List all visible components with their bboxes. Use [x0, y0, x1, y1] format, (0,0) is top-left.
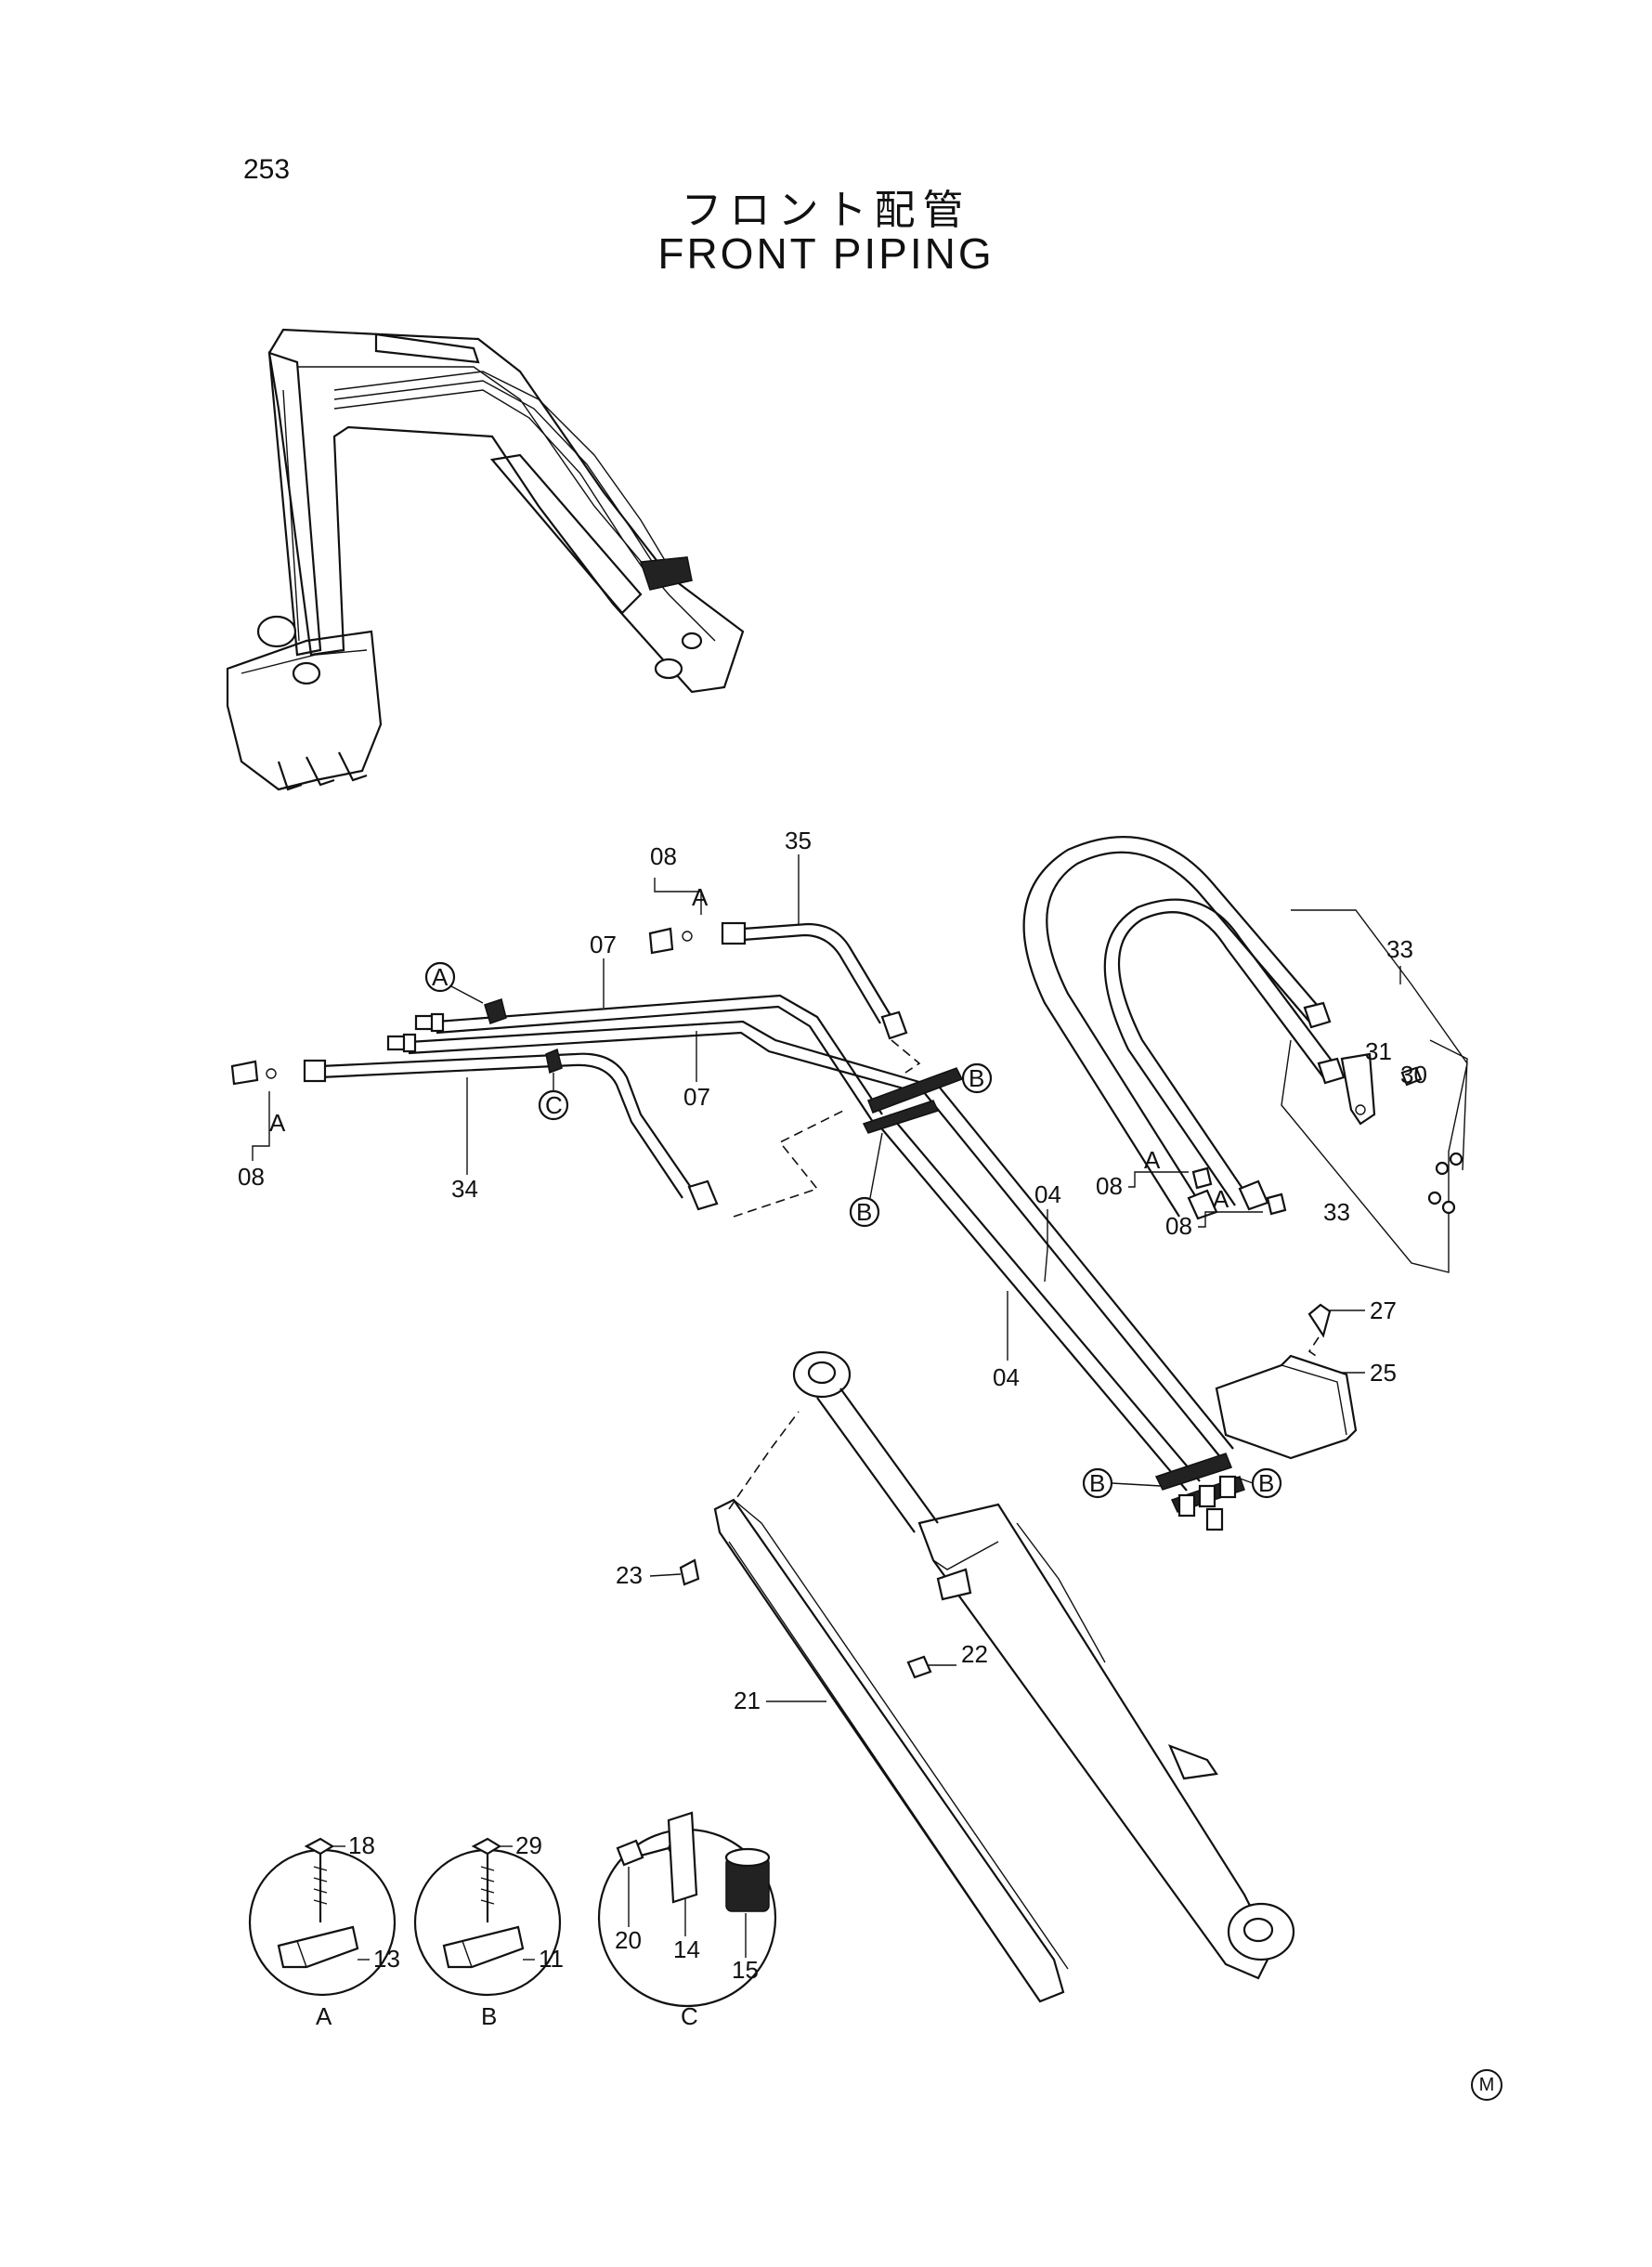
- detail-A: [248, 1837, 397, 1997]
- detail-C-label: C: [681, 2002, 698, 2030]
- callout-25: 25: [1370, 1359, 1397, 1387]
- detail-C: [597, 1811, 777, 2008]
- callout-A-right-2: A: [1213, 1185, 1229, 1213]
- detail-B-part-29: 29: [515, 1831, 542, 1859]
- title-english: FRONT PIPING: [657, 229, 995, 278]
- callout-23: 23: [616, 1561, 643, 1589]
- callout-labels: 08 A 35 A 07 07 08 A 34 C B B 04 04 33 3…: [238, 827, 1427, 2030]
- callout-A-top: A: [692, 883, 709, 911]
- detail-B-part-11: 11: [539, 1945, 564, 1973]
- callout-31: 31: [1365, 1037, 1392, 1065]
- callout-08-right-2: 08: [1165, 1212, 1192, 1240]
- callout-A-circle: A: [432, 963, 449, 991]
- callout-07-lower: 07: [683, 1083, 710, 1111]
- callout-08-right-1: 08: [1096, 1172, 1123, 1200]
- callout-04-right: 04: [1034, 1180, 1061, 1208]
- callout-B-mid: B: [856, 1198, 872, 1226]
- detail-A-part-13: 13: [373, 1945, 400, 1973]
- detail-C-part-14: 14: [673, 1935, 700, 1963]
- detail-B-label: B: [481, 2002, 497, 2030]
- callout-27: 27: [1370, 1296, 1397, 1324]
- footer-mark: M: [1471, 2069, 1502, 2101]
- callout-A-left: A: [269, 1109, 286, 1137]
- piping-assembly: [230, 921, 1245, 1531]
- detail-B: [413, 1837, 562, 1997]
- callout-B-low-left: B: [1089, 1469, 1105, 1497]
- callout-07-upper: 07: [590, 931, 617, 958]
- excavator-overview-illustration: [226, 328, 745, 791]
- detail-A-label: A: [316, 2002, 332, 2030]
- callout-22: 22: [961, 1640, 988, 1668]
- callout-A-right-1: A: [1144, 1146, 1161, 1174]
- detail-C-part-15: 15: [732, 1956, 759, 1984]
- detail-A-part-18: 18: [348, 1831, 375, 1859]
- callout-33-bottom: 33: [1323, 1198, 1350, 1226]
- page-number: 253: [243, 154, 291, 185]
- callout-21: 21: [734, 1687, 761, 1714]
- boom-cylinder: [792, 1350, 1295, 1980]
- callout-35: 35: [785, 827, 812, 854]
- callout-33-top: 33: [1386, 935, 1413, 963]
- hose-assembly: [1022, 835, 1468, 1273]
- callout-08-left: 08: [238, 1163, 265, 1191]
- cover-plate: [1215, 1303, 1358, 1460]
- callout-34: 34: [451, 1175, 478, 1203]
- cylinder-cover: [679, 1411, 1069, 2003]
- detail-C-part-20: 20: [615, 1926, 642, 1954]
- callout-08-top: 08: [650, 842, 677, 870]
- callout-C-circle: C: [545, 1091, 563, 1119]
- callout-B-low-right: B: [1258, 1469, 1274, 1497]
- callout-B-top: B: [969, 1064, 984, 1092]
- callout-30: 30: [1400, 1061, 1427, 1088]
- title-japanese: フロント配管: [681, 187, 971, 234]
- callout-04-left: 04: [993, 1363, 1020, 1391]
